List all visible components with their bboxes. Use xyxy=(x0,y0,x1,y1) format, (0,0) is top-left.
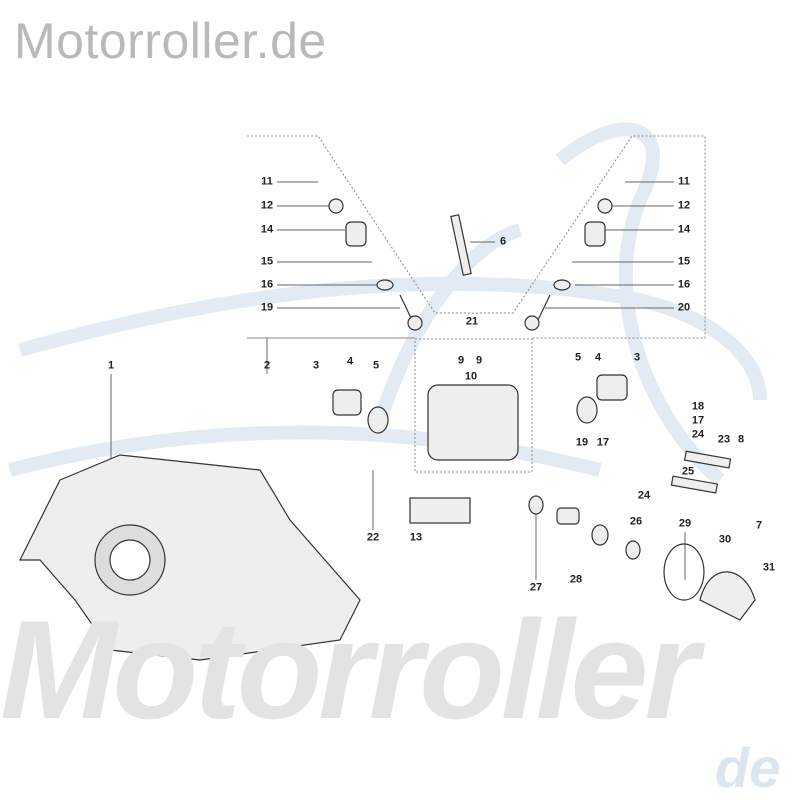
part-spring-left xyxy=(345,221,367,247)
part-bearing-1 xyxy=(528,495,544,515)
part-retainer-right xyxy=(597,198,613,214)
callout-label-29: 29 xyxy=(678,517,692,530)
part-retainer-left xyxy=(328,198,344,214)
callout-label-4: 4 xyxy=(346,355,354,368)
callout-label-31: 31 xyxy=(762,561,776,574)
part-valve-right xyxy=(524,315,540,331)
callout-label-9: 9 xyxy=(475,354,483,367)
part-oring-large xyxy=(663,543,705,601)
callout-label-7: 7 xyxy=(755,519,763,532)
part-seat-right xyxy=(553,279,571,291)
brand-header: Motorroller.de xyxy=(14,13,327,69)
callout-label-16: 16 xyxy=(677,278,691,291)
callout-label-17: 17 xyxy=(691,414,705,427)
part-spark-plug xyxy=(450,214,472,276)
callout-label-9: 9 xyxy=(457,354,465,367)
callout-label-20: 20 xyxy=(677,301,691,314)
part-valve-left xyxy=(407,315,423,331)
part-oring-right xyxy=(576,396,598,424)
part-cover xyxy=(699,571,756,621)
callout-label-12: 12 xyxy=(260,199,274,212)
callout-label-27: 27 xyxy=(529,581,543,594)
callout-label-4: 4 xyxy=(594,351,602,364)
callout-label-13: 13 xyxy=(409,531,423,544)
callout-label-15: 15 xyxy=(260,255,274,268)
group-outlines xyxy=(247,135,706,473)
callout-label-18: 18 xyxy=(691,400,705,413)
callout-label-30: 30 xyxy=(718,533,732,546)
callout-label-14: 14 xyxy=(677,223,691,236)
callout-label-5: 5 xyxy=(372,359,380,372)
watermark-suffix: de xyxy=(715,736,781,799)
background-swoosh xyxy=(8,122,767,486)
callout-label-19: 19 xyxy=(260,301,274,314)
callout-label-1: 1 xyxy=(107,359,115,372)
callout-label-3: 3 xyxy=(312,359,320,372)
callout-label-2: 2 xyxy=(263,359,271,372)
part-oring-left xyxy=(367,406,389,434)
part-gasket xyxy=(409,497,471,524)
part-spring-right xyxy=(584,221,606,247)
callout-label-8: 8 xyxy=(737,433,745,446)
callout-label-22: 22 xyxy=(366,531,380,544)
callout-label-19: 19 xyxy=(575,436,589,449)
part-cylinder-head xyxy=(427,384,519,461)
part-rocker-shaft-1 xyxy=(683,450,732,469)
callout-label-10: 10 xyxy=(464,370,478,383)
callout-label-11: 11 xyxy=(678,175,690,188)
callout-label-26: 26 xyxy=(629,515,643,528)
callout-label-14: 14 xyxy=(260,223,274,236)
part-rocker-shaft-2 xyxy=(670,475,719,494)
part-circlip xyxy=(625,540,641,560)
left-valve-group xyxy=(247,135,706,339)
callout-label-16: 16 xyxy=(260,278,274,291)
part-camshaft xyxy=(556,507,580,525)
part-seat-left xyxy=(376,279,394,291)
callout-label-24: 24 xyxy=(691,428,705,441)
callout-label-21: 21 xyxy=(465,315,479,328)
callout-label-11: 11 xyxy=(261,175,273,188)
callout-label-17: 17 xyxy=(596,436,610,449)
part-intake-flange-right xyxy=(596,374,628,401)
callout-label-5: 5 xyxy=(574,351,582,364)
callout-label-6: 6 xyxy=(499,235,507,248)
part-engine xyxy=(19,454,361,661)
watermark: Motorroller xyxy=(0,591,699,748)
callout-label-24: 24 xyxy=(637,489,651,502)
callout-label-3: 3 xyxy=(633,351,641,364)
part-intake-flange-left xyxy=(332,389,362,416)
callout-label-25: 25 xyxy=(681,465,695,478)
callout-label-23: 23 xyxy=(717,433,731,446)
callout-label-15: 15 xyxy=(677,255,691,268)
parts xyxy=(19,198,756,661)
leader-lines xyxy=(110,181,686,580)
callout-label-12: 12 xyxy=(677,199,691,212)
callout-label-28: 28 xyxy=(569,573,583,586)
cylinder-head-group xyxy=(414,338,533,473)
part-bearing-2 xyxy=(591,524,609,546)
